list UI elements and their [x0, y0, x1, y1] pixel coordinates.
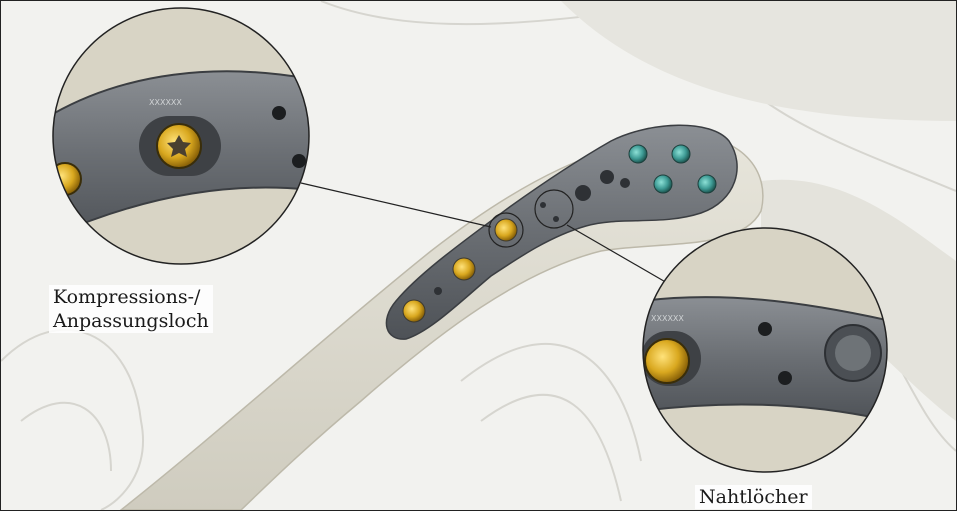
compression-hole-label-line2: Anpassungsloch: [53, 309, 209, 333]
magnifier-left: XXXXXX: [41, 1, 341, 301]
leader-line-left: [301, 183, 491, 227]
suture-holes-label: Nahtlöcher: [695, 485, 812, 509]
compression-hole-label-line1: Kompressions-/: [53, 285, 209, 309]
glenoid-shadow: [561, 1, 956, 121]
compression-hole-label: Kompressions-/ Anpassungsloch: [49, 285, 213, 333]
plate-marking-left: XXXXXX: [149, 98, 182, 107]
plate-marking-right: XXXXXX: [651, 314, 684, 323]
